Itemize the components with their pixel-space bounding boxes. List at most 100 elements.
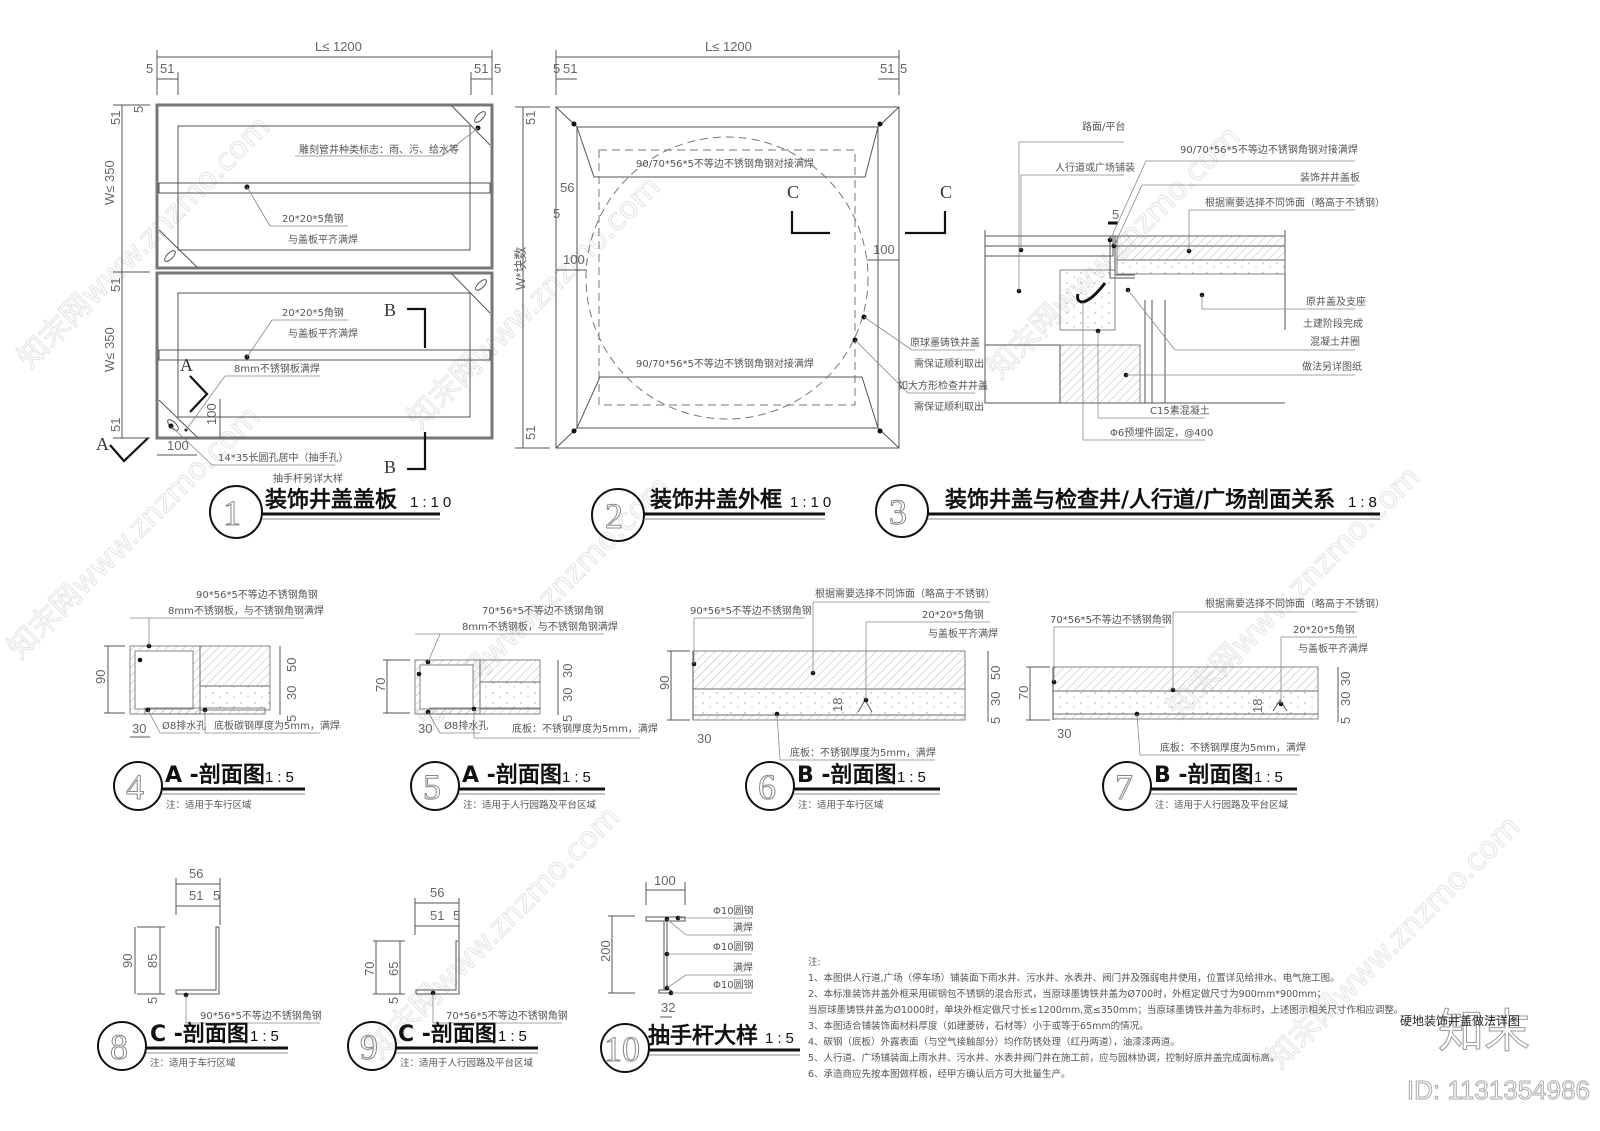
svg-text:需保证顺利取出: 需保证顺利取出: [914, 357, 984, 370]
svg-text:A -剖面图: A -剖面图: [165, 762, 265, 788]
svg-text:4: 4: [126, 767, 144, 807]
svg-text:70*56*5不等边不锈钢角钢: 70*56*5不等边不锈钢角钢: [446, 1009, 568, 1022]
svg-text:混凝土井圈: 混凝土井圈: [1310, 335, 1360, 348]
svg-text:5: 5: [146, 61, 153, 76]
svg-text:51: 51: [880, 61, 894, 76]
svg-text:51: 51: [160, 61, 174, 76]
svg-text:14*35长圆孔居中（抽手孔）: 14*35长圆孔居中（抽手孔）: [218, 451, 348, 464]
svg-text:1:5: 1:5: [498, 1028, 531, 1045]
svg-text:30: 30: [284, 686, 299, 700]
svg-text:与盖板平齐满焊: 与盖板平齐满焊: [288, 327, 358, 340]
svg-text:30: 30: [1338, 692, 1353, 706]
svg-text:7: 7: [1115, 767, 1133, 807]
svg-text:90: 90: [120, 954, 135, 968]
note-item: 1、本图供人行道,广场（停车场）铺装面下雨水井、污水井、水表井、阀门井及强弱电井…: [808, 973, 1340, 984]
svg-text:32: 32: [661, 1000, 675, 1015]
note-item: 4、碳钢（底板）外露表面（与空气接触部分）均作防锈处理（红丹两道），油漆漆两道。: [808, 1037, 1180, 1048]
svg-text:1:5: 1:5: [265, 769, 298, 786]
svg-text:90/70*56*5不等边不锈钢角钢对接满焊: 90/70*56*5不等边不锈钢角钢对接满焊: [636, 157, 814, 170]
svg-text:路面/平台: 路面/平台: [1082, 120, 1125, 133]
svg-text:1: 1: [223, 493, 241, 533]
svg-text:注：适用于车行区域: 注：适用于车行区域: [166, 799, 252, 811]
svg-text:B -剖面图: B -剖面图: [1154, 762, 1254, 788]
svg-text:20*20*5角钢: 20*20*5角钢: [282, 212, 344, 225]
notes-heading: 注:: [808, 957, 821, 968]
svg-text:C: C: [940, 182, 952, 202]
svg-text:满焊: 满焊: [733, 922, 753, 934]
image-id-label: ID: 1131354986: [1406, 1075, 1590, 1106]
svg-text:18: 18: [1250, 699, 1265, 713]
svg-text:90*56*5不等边不锈钢角钢: 90*56*5不等边不锈钢角钢: [200, 1009, 322, 1022]
svg-text:B -剖面图: B -剖面图: [797, 762, 897, 788]
svg-text:56: 56: [430, 885, 444, 900]
svg-text:3: 3: [889, 492, 907, 532]
svg-text:装饰井井盖板: 装饰井井盖板: [1300, 171, 1360, 184]
svg-text:30: 30: [697, 731, 711, 746]
svg-text:51: 51: [108, 418, 123, 432]
svg-text:50: 50: [988, 666, 1003, 680]
svg-text:与盖板平齐满焊: 与盖板平齐满焊: [928, 627, 998, 640]
svg-text:注：适用于人行园路及平台区域: 注：适用于人行园路及平台区域: [1155, 799, 1289, 811]
svg-text:5: 5: [1338, 717, 1353, 724]
svg-text:抽手杆大样: 抽手杆大样: [648, 1023, 758, 1049]
svg-text:注：适用于人行园路及平台区域: 注：适用于人行园路及平台区域: [463, 799, 597, 811]
svg-text:5: 5: [988, 717, 1003, 724]
svg-text:2: 2: [605, 496, 623, 536]
svg-text:C: C: [787, 182, 799, 202]
svg-text:1:5: 1:5: [897, 769, 930, 786]
svg-text:C -剖面图: C -剖面图: [150, 1021, 249, 1047]
drawing-1-cover-plate: L≤ 1200 5 51 51 5 W≤ 350 W≤ 350 51 5 51 …: [96, 39, 501, 539]
svg-text:51: 51: [474, 61, 488, 76]
note-item: 5、人行道、广场铺装面上雨水井、污水井、水表井阀门井在施工前，应与园林协调，控制…: [808, 1053, 1280, 1064]
brand-logo: 知末: [1438, 1004, 1531, 1059]
svg-text:5: 5: [453, 908, 460, 923]
drawing-9-section-c-pedestrian: 56 51 5 70 65 5 70*56*5不等边不锈钢角钢 9 C -剖面图…: [347, 885, 568, 1071]
svg-text:1:8: 1:8: [1348, 494, 1381, 511]
svg-text:底板：不锈钢厚度为5mm，满焊: 底板：不锈钢厚度为5mm，满焊: [512, 722, 658, 735]
note-item: 6、承造商应先按本图做样板，经甲方确认后方可大批量生产。: [808, 1069, 1071, 1080]
svg-text:装饰井盖外框: 装饰井盖外框: [650, 487, 782, 513]
drawing-5-section-a-pedestrian: 70 30 30 5 30 70*56*5不等边不锈钢角钢 8mm不锈钢板，与不…: [373, 604, 658, 811]
svg-text:51: 51: [430, 908, 444, 923]
svg-text:70*56*5不等边不锈钢角钢: 70*56*5不等边不锈钢角钢: [1050, 613, 1172, 626]
sheet-title: 硬地装饰井盖做法详图: [1400, 1014, 1521, 1028]
svg-text:与盖板平齐满焊: 与盖板平齐满焊: [288, 233, 358, 246]
svg-text:底板：不锈钢厚度为5mm，满焊: 底板：不锈钢厚度为5mm，满焊: [1160, 741, 1306, 754]
svg-text:5: 5: [553, 61, 560, 76]
general-notes: 注: 1、本图供人行道,广场（停车场）铺装面下雨水井、污水井、水表井、阀门井及强…: [808, 955, 1403, 1083]
svg-text:C -剖面图: C -剖面图: [398, 1021, 497, 1047]
svg-text:5: 5: [1112, 207, 1119, 222]
svg-text:51: 51: [523, 426, 538, 440]
svg-text:5: 5: [553, 206, 560, 221]
svg-text:70*56*5不等边不锈钢角钢: 70*56*5不等边不锈钢角钢: [482, 604, 604, 617]
svg-text:原球墨铸铁井盖: 原球墨铸铁井盖: [910, 336, 980, 349]
drawing-7-section-b-pedestrian: 70 30 30 5 18 30 70*56*5不等边不锈钢角钢 根据需要选择不…: [1016, 597, 1385, 811]
svg-text:5: 5: [131, 106, 146, 113]
svg-text:90*56*5不等边不锈钢角钢: 90*56*5不等边不锈钢角钢: [690, 604, 812, 617]
svg-text:5: 5: [386, 997, 401, 1004]
svg-text:底板碳钢厚度为5mm，满焊: 底板碳钢厚度为5mm，满焊: [214, 719, 340, 732]
svg-text:100: 100: [563, 252, 585, 267]
svg-text:如大方形检查井井盖: 如大方形检查井井盖: [898, 379, 988, 392]
svg-text:51: 51: [108, 111, 123, 125]
svg-text:L≤ 1200: L≤ 1200: [315, 39, 362, 54]
svg-text:20*20*5角钢: 20*20*5角钢: [922, 608, 984, 621]
svg-text:根据需要选择不同饰面（略高于不锈钢）: 根据需要选择不同饰面（略高于不锈钢）: [815, 587, 995, 600]
svg-text:5: 5: [145, 997, 160, 1004]
svg-text:51: 51: [189, 888, 203, 903]
svg-text:8: 8: [110, 1027, 128, 1067]
svg-text:30: 30: [1057, 726, 1071, 741]
drawing-2-outer-frame: L≤ 1200 5 51 51 5 W*块数 51 51 90/70*56*5不…: [513, 39, 988, 542]
svg-text:51: 51: [108, 278, 123, 292]
svg-text:90*56*5不等边不锈钢角钢: 90*56*5不等边不锈钢角钢: [196, 588, 318, 601]
svg-text:8mm不锈钢板，与不锈钢角钢满焊: 8mm不锈钢板，与不锈钢角钢满焊: [462, 620, 618, 633]
svg-text:65: 65: [386, 962, 401, 976]
svg-text:100: 100: [654, 873, 676, 888]
svg-text:装饰井盖盖板: 装饰井盖盖板: [265, 487, 398, 513]
svg-text:B: B: [384, 457, 396, 477]
svg-text:100: 100: [167, 438, 189, 453]
svg-text:Φ10圆钢: Φ10圆钢: [713, 940, 754, 953]
svg-text:100: 100: [873, 242, 895, 257]
svg-text:90/70*56*5不等边不锈钢角钢对接满焊: 90/70*56*5不等边不锈钢角钢对接满焊: [1180, 143, 1358, 156]
